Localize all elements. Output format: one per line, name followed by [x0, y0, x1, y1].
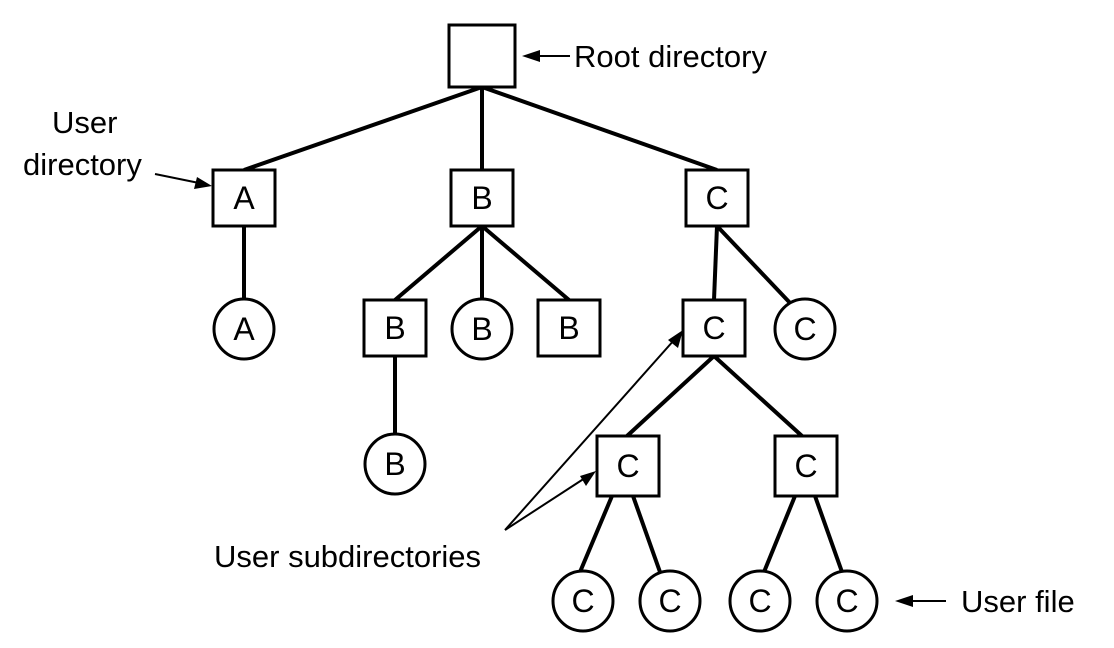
user-file-b2-node: B [363, 432, 427, 496]
user-file-c3-circle [638, 569, 702, 633]
user-directory-label-line1: User [52, 105, 117, 140]
edge-root-c [481, 85, 718, 172]
tree-edges [242, 85, 844, 573]
user-file-a-circle [212, 297, 276, 361]
user-file-c1-node: C [773, 297, 837, 361]
root-directory-label: Root directory [574, 39, 767, 74]
user-directory-a-node: A [211, 168, 277, 228]
user-directory-annotation: User directory [23, 105, 212, 189]
user-directory-arrow-head [194, 177, 212, 189]
edge-subc-subc3 [712, 354, 804, 438]
user-directory-label-line2: directory [23, 147, 142, 182]
user-directory-b-node: B [449, 168, 515, 228]
user-file-c3-label: C [658, 583, 681, 619]
subdirectory-c3-node: C [773, 434, 839, 498]
user-subdirectories-label: User subdirectories [214, 539, 481, 574]
user-file-b2-circle [363, 432, 427, 496]
root-directory-annotation: Root directory [522, 39, 767, 74]
user-file-b2-label: B [384, 446, 405, 482]
user-file-c5-circle [815, 569, 879, 633]
subdirectory-c-label: C [702, 310, 725, 346]
root-directory-arrow-head [522, 50, 540, 62]
user-file-c1-label: C [793, 311, 816, 347]
subdirectory-c2-box [595, 434, 661, 498]
user-file-label: User file [961, 584, 1075, 619]
edge-subc2-filec2 [578, 495, 614, 573]
user-file-c4-label: C [748, 583, 771, 619]
user-directory-c-label: C [705, 180, 728, 216]
subdirectory-b-label: B [384, 310, 405, 346]
user-file-c2-node: C [551, 569, 615, 633]
user-file-b1-node: B [450, 297, 514, 361]
user-subdirectories-arrow-head-1 [668, 330, 683, 348]
edge-b-dirb3 [480, 224, 571, 302]
user-subdirectories-arrow-line-1 [504, 338, 676, 531]
user-directory-b-label: B [471, 180, 492, 216]
user-file-c2-circle [551, 569, 615, 633]
subdirectory-c3-box [773, 434, 839, 498]
edge-root-a [243, 85, 483, 172]
user-file-c5-label: C [835, 583, 858, 619]
user-file-c1-circle [773, 297, 837, 361]
user-file-c4-circle [728, 569, 792, 633]
subdirectory-b-node: B [362, 298, 428, 358]
edge-c-subc [712, 225, 719, 301]
subdirectory-b-box [362, 298, 428, 358]
directory-b3-node: B [536, 298, 602, 358]
edge-b-subb [393, 224, 484, 302]
directory-b3-box [536, 298, 602, 358]
user-file-a-node: A [212, 297, 276, 361]
user-subdirectories-arrow-head-2 [580, 471, 596, 486]
root-directory-box [447, 23, 517, 89]
user-file-arrow-head [895, 595, 913, 607]
user-file-b1-label: B [471, 311, 492, 347]
user-subdirectories-annotation: User subdirectories [214, 330, 683, 574]
root-directory-node [447, 23, 517, 89]
user-subdirectories-arrow-line-2 [504, 477, 586, 531]
user-file-b1-circle [450, 297, 514, 361]
user-directory-b-box [449, 168, 515, 228]
user-file-a-label: A [233, 311, 255, 347]
subdirectory-c3-label: C [794, 448, 817, 484]
subdirectory-c-node: C [681, 298, 747, 358]
edge-c-filec1 [715, 224, 794, 307]
user-directory-c-node: C [684, 168, 750, 228]
user-directory-a-label: A [233, 180, 255, 216]
subdirectory-c2-node: C [595, 434, 661, 498]
user-directory-arrow-line [154, 173, 200, 184]
user-file-c5-node: C [815, 569, 879, 633]
user-file-c3-node: C [638, 569, 702, 633]
edge-subc-subc2 [625, 354, 716, 438]
user-directory-a-box [211, 168, 277, 228]
user-file-c4-node: C [728, 569, 792, 633]
edge-subc2-filec3 [631, 495, 662, 573]
subdirectory-c-box [681, 298, 747, 358]
user-file-annotation: User file [895, 584, 1075, 619]
user-file-c2-label: C [571, 583, 594, 619]
edge-subc3-filec4 [762, 495, 797, 573]
subdirectory-c2-label: C [616, 448, 639, 484]
directory-b3-label: B [558, 310, 579, 346]
edge-subc3-filec5 [813, 495, 844, 573]
user-directory-c-box [684, 168, 750, 228]
